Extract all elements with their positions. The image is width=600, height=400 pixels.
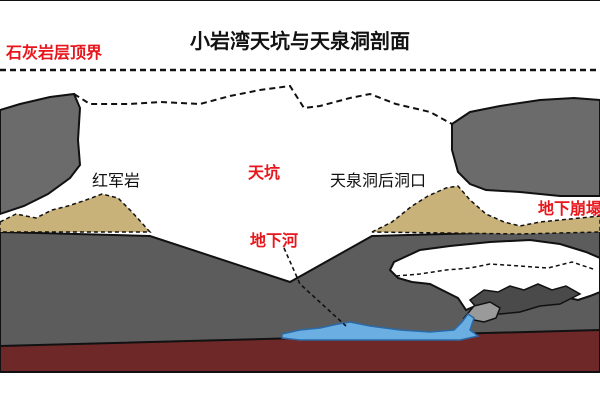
- label-hongjunyan: 红军岩: [92, 171, 140, 190]
- label-tianquan-back-entrance: 天泉洞后洞口: [330, 171, 426, 190]
- label-underground-river: 地下河: [250, 231, 298, 250]
- label-underground-collapse: 地下崩塌: [538, 199, 600, 218]
- left-rock-mass: [0, 92, 82, 216]
- label-limestone-boundary: 石灰岩层顶界: [5, 43, 102, 62]
- underground-river: [281, 312, 480, 341]
- cave-floor-sediment: [395, 261, 597, 277]
- river-leader-line: [283, 247, 347, 327]
- label-tiankeng: 天坑: [248, 163, 280, 182]
- upper-terrain-outline: [73, 84, 453, 125]
- right-sediment: [371, 185, 600, 235]
- diagram-title: 小岩湾天坑与天泉洞剖面: [190, 29, 410, 53]
- left-sediment: [0, 193, 152, 233]
- right-rock-mass: [451, 96, 600, 197]
